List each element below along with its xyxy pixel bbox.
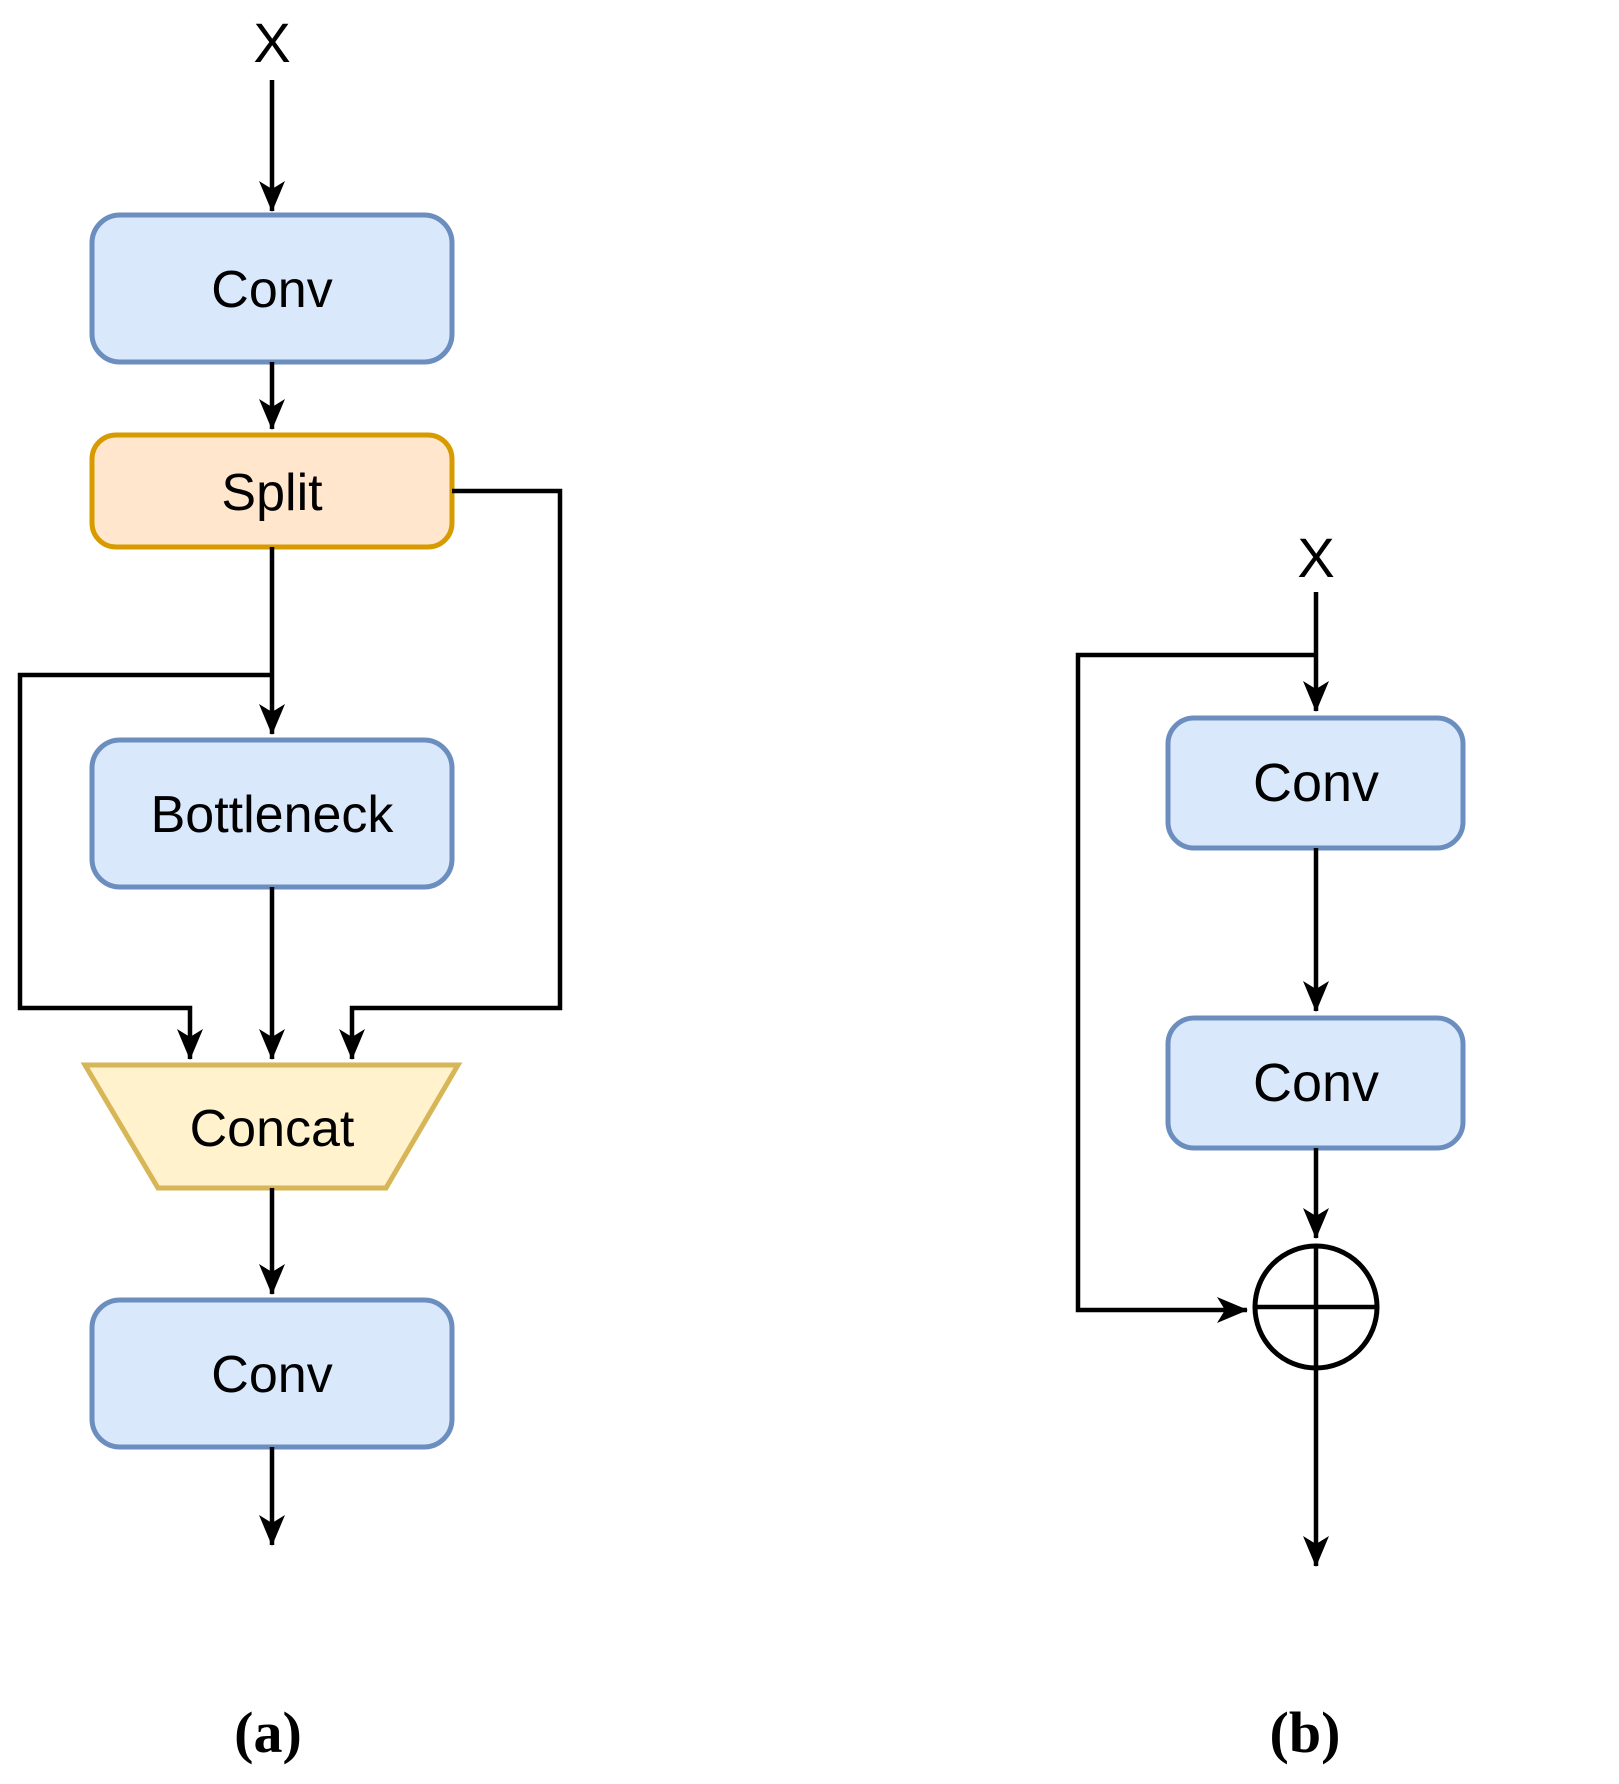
panel-a-concat-trapezoid [80,1062,463,1191]
elementwise-add-node [1252,1243,1380,1371]
panel-b-conv-top-label: Conv [1253,753,1379,813]
panel-a-left-skip-connector [17,672,272,1060]
panel-b-conv-bottom-label: Conv [1253,1053,1379,1113]
panel-a-input-label: X [253,11,290,74]
panel-b-skip-connector [1075,652,1316,1323]
panel-a-bottleneck-label: Bottleneck [151,786,395,844]
panel-a-split-label: Split [221,464,323,522]
panel-a-right-skip-connector [339,488,563,1060]
panel-a-conv-top-label: Conv [211,261,332,319]
panel-b: X Conv Conv (b) [1075,526,1466,1765]
panel-a: X Conv Split Bottleneck Concat Conv (a [17,11,563,1765]
panel-b-input-label: X [1297,526,1334,589]
panel-b-caption: (b) [1270,1700,1341,1765]
panel-a-conv-bottom-label: Conv [211,1346,332,1404]
panel-a-caption: (a) [234,1700,302,1765]
panel-a-concat-label: Concat [190,1100,355,1158]
